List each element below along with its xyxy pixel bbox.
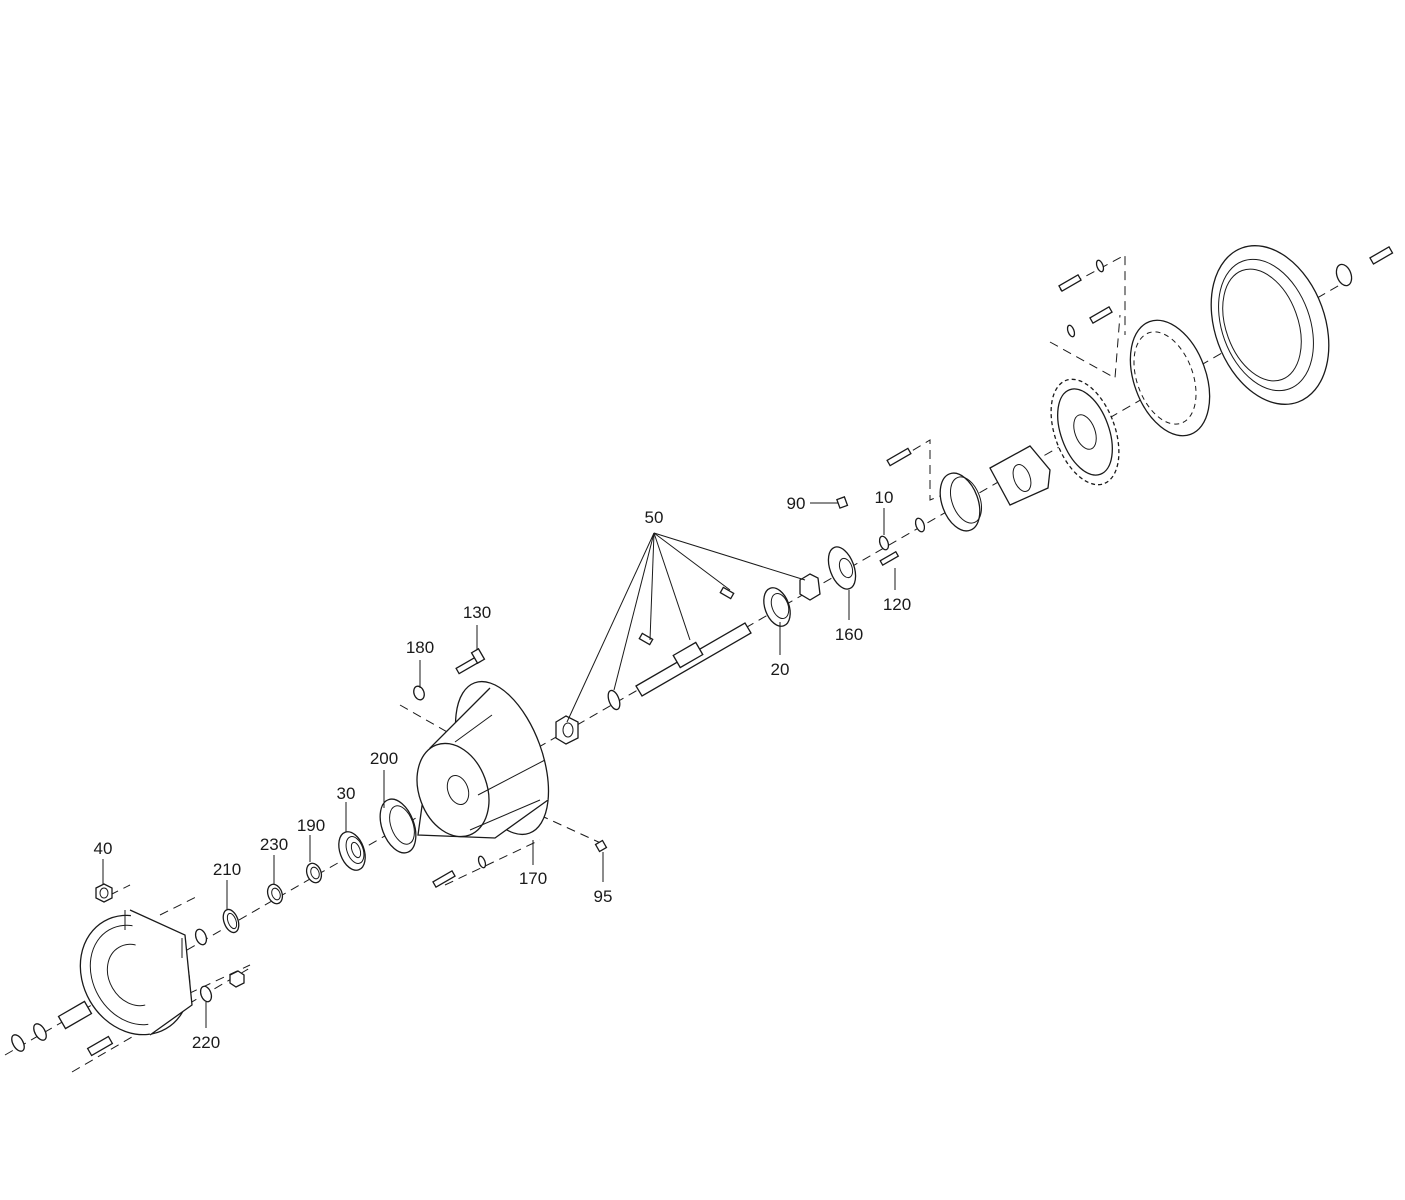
callout-180: 180 (406, 638, 434, 657)
callout-210: 210 (213, 860, 241, 879)
part-30-bearing (338, 831, 366, 871)
leader-lines (102, 502, 896, 1028)
callout-40: 40 (94, 839, 113, 858)
part-40-nut (95, 883, 113, 903)
callout-95: 95 (594, 887, 613, 906)
part-20-bearing (763, 587, 791, 627)
outer-housing-ring (1210, 245, 1330, 405)
part-10-ring (878, 535, 890, 551)
callout-30: 30 (337, 784, 356, 803)
shaft-stub (11, 1000, 114, 1057)
callout-120: 120 (883, 595, 911, 614)
bolt-lower (432, 855, 487, 888)
callout-10: 10 (875, 488, 894, 507)
callout-20: 20 (771, 660, 790, 679)
callout-190: 190 (297, 816, 325, 835)
callout-50: 50 (645, 508, 664, 527)
part-50-shaft (555, 573, 821, 745)
part-170-bell-housing (416, 680, 550, 839)
part-160-flange (827, 546, 857, 590)
part-190-ring (305, 862, 323, 884)
ring-gear (1129, 319, 1211, 437)
callout-230: 230 (260, 835, 288, 854)
callout-200: 200 (370, 749, 398, 768)
callout-130: 130 (463, 603, 491, 622)
part-220-ring (194, 928, 245, 1003)
callout-220: 220 (192, 1033, 220, 1052)
callout-labels: 50 90 10 120 160 20 130 180 200 30 190 2… (94, 488, 912, 1052)
part-200-seal (379, 798, 417, 854)
front-housing (79, 909, 193, 1036)
callout-90: 90 (787, 494, 806, 513)
callout-170: 170 (519, 869, 547, 888)
part-95-plug (594, 839, 608, 853)
part-120-screw (879, 550, 900, 566)
pulley-hub (886, 445, 1051, 533)
part-90-fitting (836, 496, 849, 509)
part-180-washer (413, 685, 425, 701)
callout-160: 160 (835, 625, 863, 644)
part-210-ring (222, 908, 240, 934)
bevel-gear (1050, 378, 1120, 486)
part-230-ring (266, 883, 284, 905)
right-end-hardware (1058, 246, 1394, 338)
part-130-bolt (455, 647, 486, 675)
